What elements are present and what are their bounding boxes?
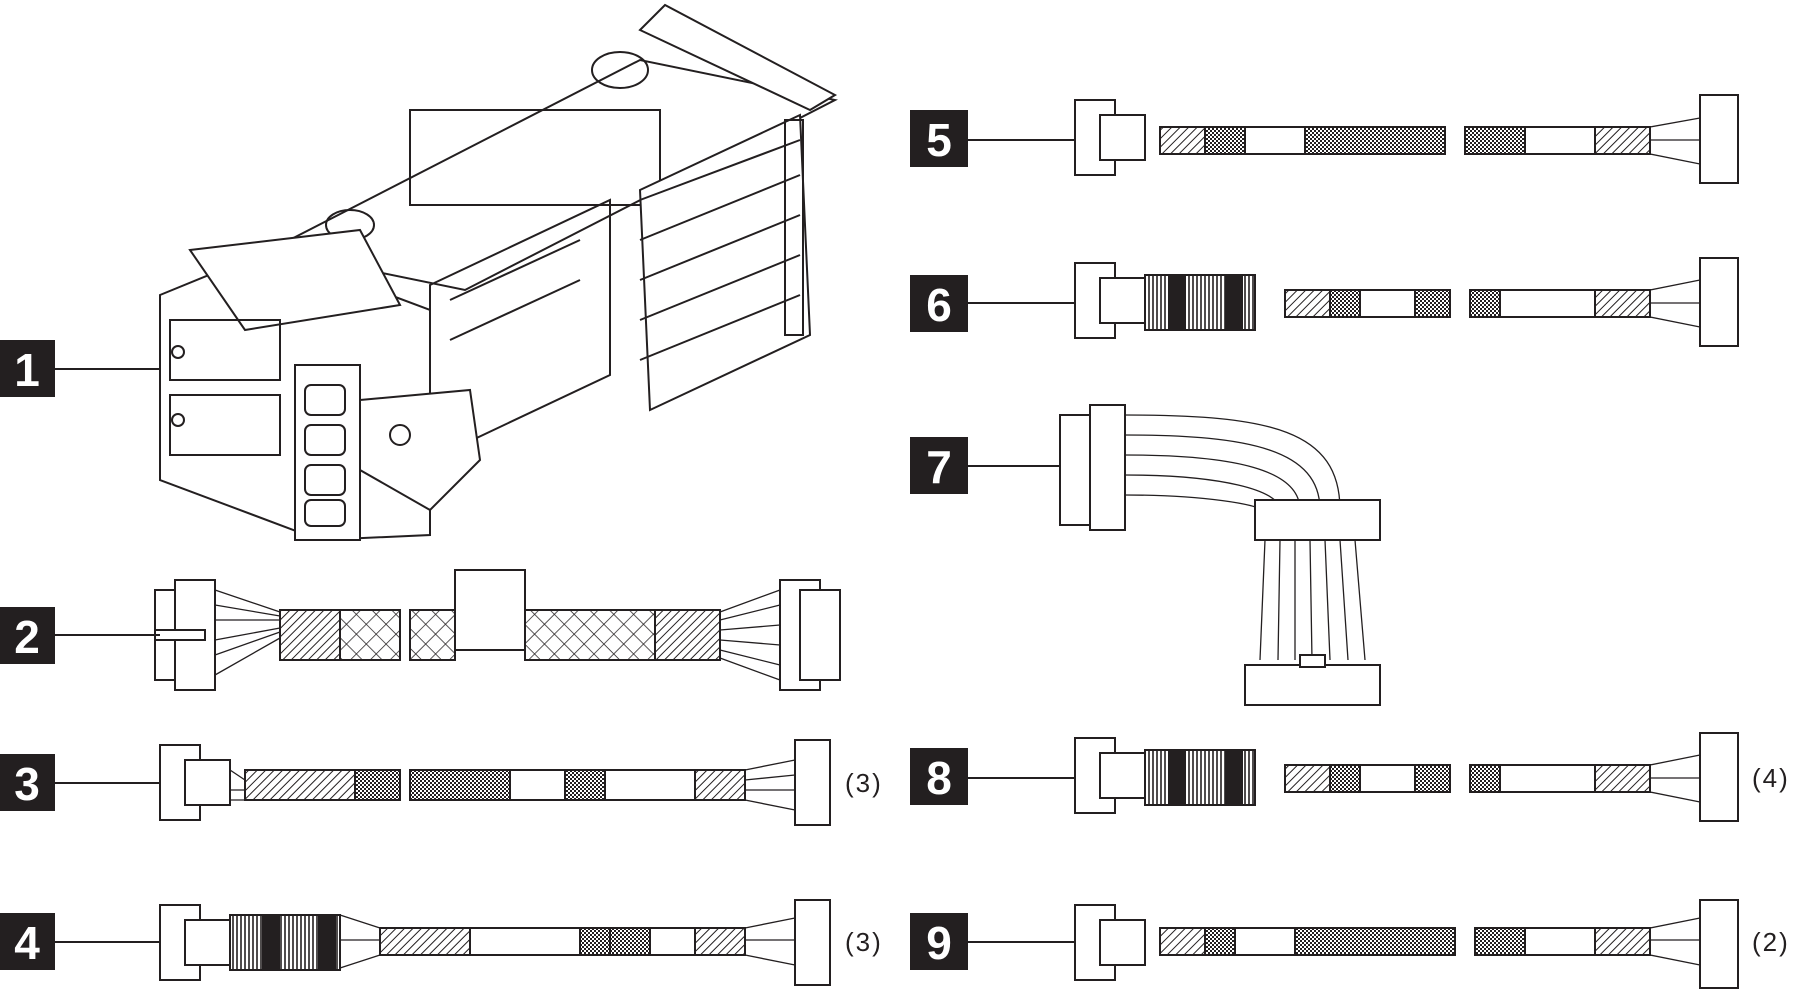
callout-1: 1 — [0, 340, 160, 397]
callout-3-quantity: (3) — [845, 768, 883, 798]
callout-6: 6 — [910, 275, 1075, 332]
callout-9: 9 (2) — [910, 913, 1790, 970]
cable-4 — [159, 899, 831, 986]
callout-2-label: 2 — [14, 611, 40, 663]
callout-6-label: 6 — [926, 279, 952, 331]
callout-8: 8 (4) — [910, 748, 1790, 805]
cable-5 — [1074, 94, 1739, 184]
callout-3: 3 (3) — [0, 754, 883, 811]
callout-5: 5 — [910, 110, 1075, 167]
pcie-slot-brackets — [638, 113, 812, 412]
callout-2: 2 — [0, 607, 160, 664]
riser-cage-assembly — [159, 3, 838, 542]
cable-9 — [1074, 899, 1739, 989]
callout-7-label: 7 — [926, 441, 952, 493]
cable-3 — [159, 739, 831, 826]
callout-4-quantity: (3) — [845, 927, 883, 957]
callout-5-label: 5 — [926, 114, 952, 166]
callout-9-quantity: (2) — [1752, 927, 1790, 957]
callout-8-label: 8 — [926, 752, 952, 804]
callout-3-label: 3 — [14, 758, 40, 810]
cable-2 — [154, 569, 841, 691]
cable-8 — [1074, 732, 1739, 822]
callout-9-label: 9 — [926, 917, 952, 969]
cable-6 — [1074, 257, 1739, 347]
cable-7 — [1059, 404, 1381, 706]
callout-1-label: 1 — [14, 344, 40, 396]
callout-7: 7 — [910, 437, 1060, 494]
callout-4: 4 (3) — [0, 913, 883, 970]
callout-4-label: 4 — [14, 917, 40, 969]
callout-8-quantity: (4) — [1752, 763, 1790, 793]
